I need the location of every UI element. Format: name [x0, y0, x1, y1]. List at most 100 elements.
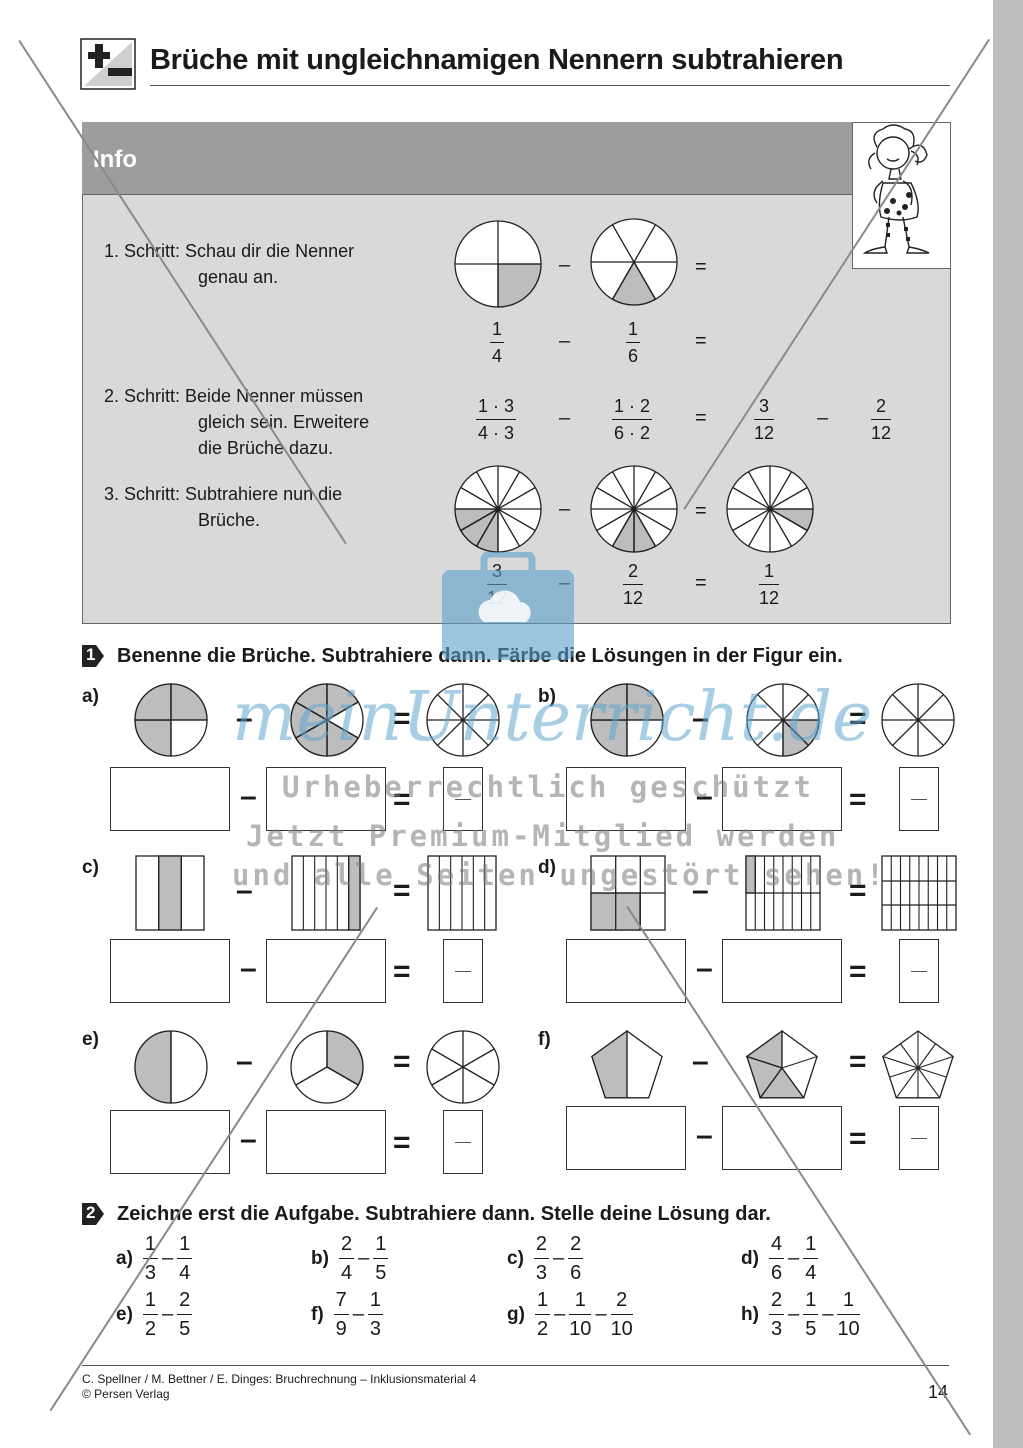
equals-sign: = [849, 955, 867, 988]
watermark-text: Urheberrechtlich geschützt [282, 770, 814, 804]
exercise-label: e) [116, 1303, 133, 1325]
watermark-text: und alle Seiten ungestört sehen! [232, 858, 887, 892]
task1-label-f: f) [538, 1029, 551, 1050]
minus-sign: – [358, 1247, 370, 1269]
equals-sign: = [849, 1045, 867, 1078]
thirds-circle [290, 1030, 364, 1104]
info-minus: – [817, 407, 829, 429]
solution-box[interactable] [899, 1106, 939, 1170]
step2-text-cont2: die Brüche dazu. [198, 438, 334, 458]
answer-box[interactable] [110, 939, 230, 1003]
footer-publisher: © Persen Verlag [82, 1387, 170, 1401]
task1-label-e: e) [82, 1029, 99, 1050]
minus-sign: – [352, 1303, 364, 1325]
equals-sign: = [849, 1122, 867, 1155]
info-equals: = [695, 407, 707, 429]
answer-box[interactable] [110, 767, 230, 831]
solution-box[interactable] [443, 1110, 483, 1174]
info-equals: = [695, 572, 707, 594]
minus-sign: – [692, 1045, 709, 1078]
equals-sign: = [393, 702, 411, 735]
equals-sign: = [849, 702, 867, 735]
eighths-circle [881, 683, 955, 757]
answer-box[interactable] [110, 1110, 230, 1174]
answer-box[interactable] [722, 1106, 842, 1170]
quarters-circle [454, 220, 542, 308]
answer-box[interactable] [566, 767, 686, 831]
info-equals: = [695, 500, 707, 522]
step2-text-cont: gleich sein. Erweitere [198, 412, 370, 432]
equals-sign: = [393, 1045, 411, 1078]
minus-sign: – [696, 780, 713, 813]
sixths-circle [590, 218, 678, 306]
minus-sign: – [696, 1119, 713, 1152]
solution-box[interactable] [443, 939, 483, 1003]
twelfths-circle [726, 465, 814, 553]
step2-text: 2. Schritt: Beide Nenner müssen [104, 386, 364, 406]
minus-sign: – [240, 780, 257, 813]
answer-box[interactable] [266, 1110, 386, 1174]
minus-sign: – [822, 1303, 834, 1325]
answer-box[interactable] [266, 767, 386, 831]
minus-sign: – [788, 1247, 800, 1269]
minus-sign: – [240, 1123, 257, 1156]
footer-credits: C. Spellner / M. Bettner / E. Dinges: Br… [82, 1372, 476, 1402]
info-minus: – [559, 407, 571, 429]
answer-box[interactable] [266, 939, 386, 1003]
solution-box[interactable] [899, 767, 939, 831]
solution-box[interactable] [899, 939, 939, 1003]
info-equals-1: = [695, 256, 707, 278]
exercise-label: h) [741, 1303, 759, 1325]
plus-minus-icon [80, 38, 136, 90]
answer-box[interactable] [566, 939, 686, 1003]
task1-label-b: b) [538, 686, 556, 707]
task2-instruction: Zeichne erst die Aufgabe. Subtrahiere da… [117, 1203, 771, 1225]
answer-box[interactable] [566, 1106, 686, 1170]
exercise-label: b) [311, 1247, 329, 1269]
info-header [82, 122, 852, 195]
minus-sign: – [236, 702, 253, 735]
task1-number: 1 [86, 645, 96, 664]
exercise-label: a) [116, 1247, 133, 1269]
exercise-label: d) [741, 1247, 759, 1269]
solution-box[interactable] [443, 767, 483, 831]
minus-sign: – [236, 1045, 253, 1078]
info-minus: – [559, 498, 571, 520]
exercise-label: f) [311, 1303, 324, 1325]
minus-sign: – [595, 1303, 607, 1325]
answer-box[interactable] [722, 767, 842, 831]
info-minus-1: – [559, 254, 571, 276]
answer-box[interactable] [722, 939, 842, 1003]
minus-sign: – [692, 702, 709, 735]
equals-sign: = [393, 874, 411, 907]
twelfths-circle [454, 465, 542, 553]
info-minus: – [559, 330, 571, 352]
page-number: 14 [928, 1382, 949, 1402]
task-number-arrow-icon [82, 1203, 104, 1225]
equals-sign: = [393, 783, 411, 816]
task1-label-c: c) [82, 857, 99, 878]
minus-sign: – [162, 1247, 174, 1269]
task2-number: 2 [86, 1203, 96, 1222]
